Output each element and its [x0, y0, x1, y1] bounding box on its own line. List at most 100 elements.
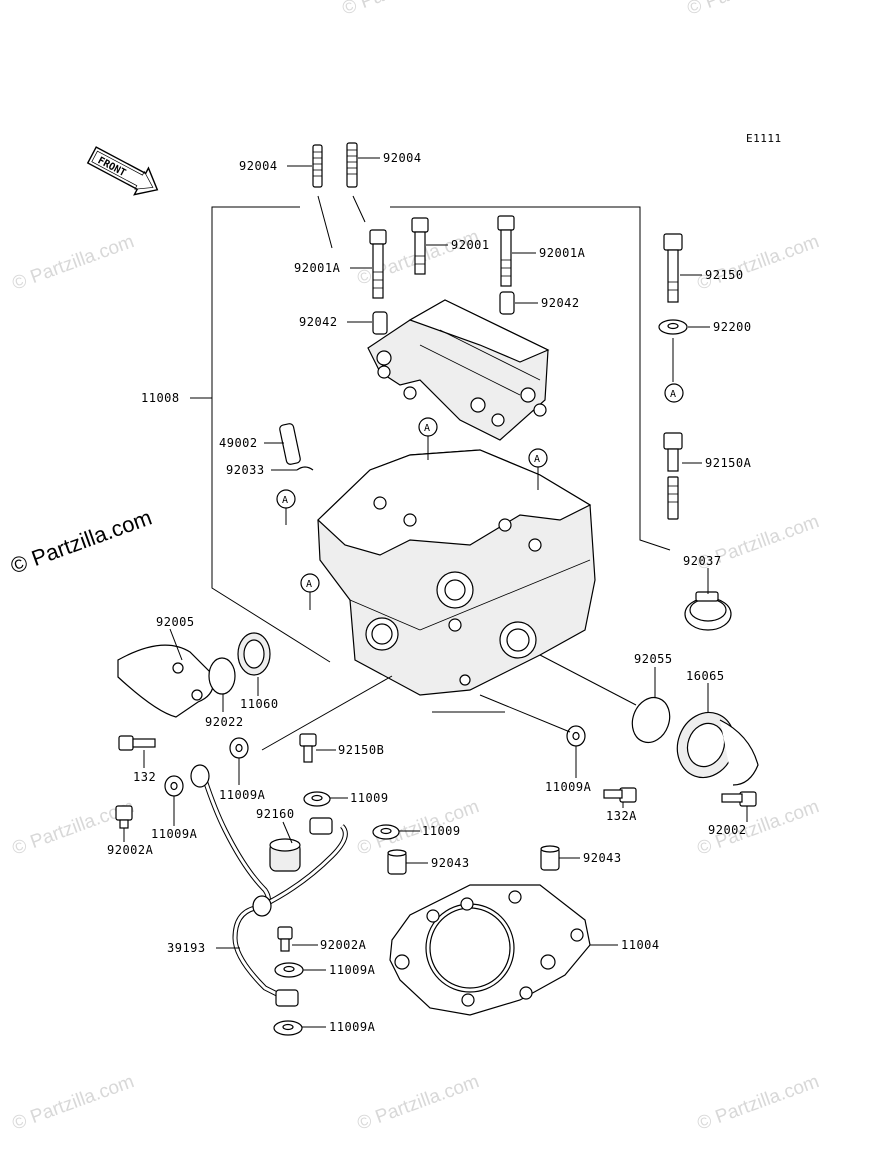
- washer-11009A: [566, 725, 586, 747]
- svg-text:A: A: [306, 579, 313, 590]
- bolt-92001A-right: [497, 215, 515, 287]
- part-label: 92037: [683, 554, 722, 568]
- watermark-dark: © Partzilla.com: [7, 505, 155, 579]
- washer-92200: [658, 319, 688, 382]
- part-label: 11009: [422, 824, 461, 838]
- part-labels: 92004 92004 92001A 92001 92001A 92150 92…: [107, 151, 752, 1034]
- diagram-code: E1111: [746, 132, 782, 145]
- part-label: 132A: [606, 809, 637, 823]
- dowel-92042-right: [499, 291, 515, 315]
- ref-marker-a: A: [418, 417, 438, 460]
- part-label: 39193: [167, 941, 206, 955]
- collar-92160: [269, 838, 301, 872]
- part-label: 92055: [634, 652, 673, 666]
- watermark: © Partzilla.com: [355, 796, 482, 860]
- bolt-92150A: [663, 432, 683, 520]
- bolt-132A: [603, 787, 637, 803]
- dowel-92043-right: [540, 845, 560, 871]
- oil-pipe-39193: [190, 764, 348, 1007]
- front-arrow-icon: FRONT: [86, 146, 159, 196]
- bolt-92001A-left: [369, 229, 387, 299]
- part-label: 92150: [705, 268, 744, 282]
- ref-marker-a: A: [664, 383, 684, 403]
- svg-text:A: A: [670, 389, 677, 400]
- part-label: 11004: [621, 938, 660, 952]
- svg-text:A: A: [534, 454, 541, 465]
- watermark: © Partzilla.com: [695, 1071, 822, 1135]
- stud-92004-left: [312, 144, 333, 249]
- washer-11009: [372, 824, 400, 840]
- seal-11060: [237, 632, 271, 676]
- part-label: 49002: [219, 436, 258, 450]
- part-label: 11009A: [151, 827, 198, 841]
- part-label: 92033: [226, 463, 265, 477]
- part-label: 92022: [205, 715, 244, 729]
- carburetor-holder-16065: [676, 711, 759, 786]
- cylinder-head: [317, 449, 596, 696]
- watermark: © Partzilla.com: [10, 1071, 137, 1135]
- guide-49002: [279, 423, 301, 465]
- washer-11009: [303, 791, 331, 807]
- part-label: 92004: [239, 159, 278, 173]
- part-label: 92200: [713, 320, 752, 334]
- part-label: 11009A: [329, 1020, 376, 1034]
- washer-11009A: [229, 737, 249, 759]
- watermark: © Partzilla.com: [340, 0, 467, 20]
- part-label: 11009A: [545, 780, 592, 794]
- svg-text:A: A: [282, 495, 289, 506]
- part-label: 92150B: [338, 743, 384, 757]
- part-label: 92002: [708, 823, 747, 837]
- part-label: 92043: [583, 851, 622, 865]
- head-gasket-11004: [389, 884, 591, 1016]
- part-label: 92001A: [294, 261, 341, 275]
- part-label: 11009: [350, 791, 389, 805]
- part-label: 92042: [541, 296, 580, 310]
- leader-lines: [123, 157, 748, 1028]
- part-label: 11008: [141, 391, 180, 405]
- part-label: 92002A: [107, 843, 154, 857]
- watermark: © Partzilla.com: [10, 231, 137, 295]
- clamp-92037: [684, 591, 732, 631]
- ref-marker-a: A: [528, 448, 548, 490]
- o-ring-92055: [539, 654, 671, 744]
- part-label: 132: [133, 770, 156, 784]
- washer-11009A: [274, 962, 304, 978]
- dowel-92042-left: [372, 311, 388, 335]
- bolt-92150: [663, 233, 683, 303]
- bolt-92002A-left: [115, 805, 133, 829]
- watermark: © Partzilla.com: [355, 1071, 482, 1135]
- bolt-92002: [721, 791, 757, 807]
- part-label: 16065: [686, 669, 725, 683]
- camshaft-holder: [367, 299, 550, 441]
- clip-92033: [296, 466, 314, 471]
- washer-11009A: [164, 775, 184, 797]
- washer-11009A: [273, 1020, 303, 1036]
- part-label: 92001A: [539, 246, 586, 260]
- bolt-92150B: [299, 733, 317, 763]
- bolt-92002A-lower: [277, 926, 293, 952]
- part-label: 92043: [431, 856, 470, 870]
- water-outlet-92005: [117, 644, 214, 718]
- dowel-92043-left: [387, 849, 407, 875]
- bolt-132: [118, 735, 156, 751]
- part-label: 92001: [451, 238, 490, 252]
- part-label: 11009A: [329, 963, 376, 977]
- watermark: © Partzilla.com: [685, 0, 812, 20]
- part-label: 11009A: [219, 788, 266, 802]
- part-label: 92002A: [320, 938, 367, 952]
- ref-marker-a: A: [276, 489, 296, 525]
- part-label: 92004: [383, 151, 422, 165]
- ref-marker-a: A: [300, 573, 320, 610]
- bolt-92001: [411, 217, 429, 275]
- part-label: 92042: [299, 315, 338, 329]
- svg-text:A: A: [424, 423, 431, 434]
- part-label: 92150A: [705, 456, 752, 470]
- part-label: 92005: [156, 615, 195, 629]
- o-ring-92022: [208, 657, 236, 695]
- part-label: 11060: [240, 697, 279, 711]
- watermark: © Partzilla.com: [695, 231, 822, 295]
- stud-92004-right: [346, 142, 366, 223]
- part-label: 92160: [256, 807, 295, 821]
- cylinder-head-bracket: [190, 206, 671, 713]
